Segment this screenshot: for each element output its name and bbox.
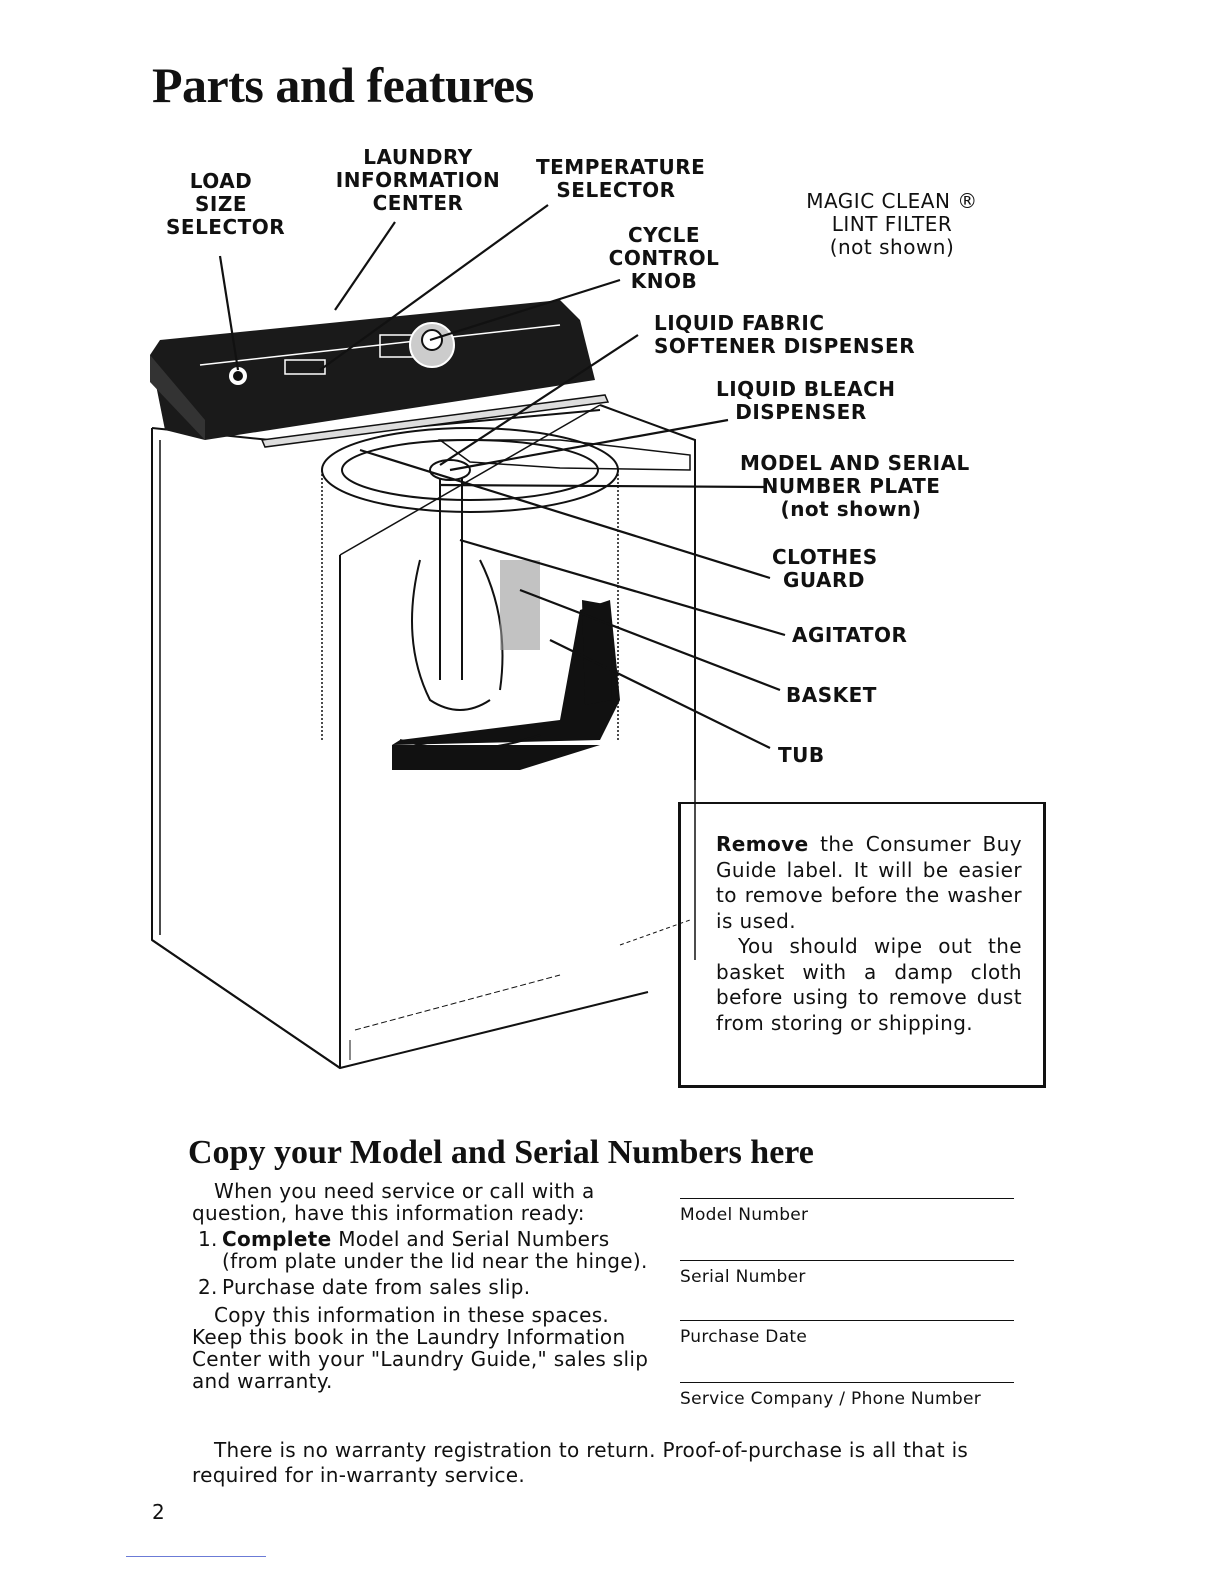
- copy-instructions: Copy this information in these spaces. K…: [192, 1303, 649, 1393]
- label-load-size-selector: LOAD SIZE SELECTOR: [166, 169, 286, 239]
- copy-steps-list: 1.Complete Model and Serial Numbers (fro…: [192, 1228, 654, 1298]
- note-bold-lead: Remove: [716, 832, 809, 856]
- purchase-date-field[interactable]: Purchase Date: [680, 1320, 1014, 1347]
- copy-section-heading: Copy your Model and Serial Numbers here: [188, 1134, 814, 1171]
- label-model-serial-number-plate: MODEL AND SERIAL NUMBER PLATE (not shown…: [740, 451, 970, 521]
- list-item: 2.Purchase date from sales slip.: [192, 1276, 654, 1298]
- divider: [126, 1556, 266, 1557]
- label-liquid-bleach-dispenser: LIQUID BLEACH DISPENSER: [716, 377, 896, 424]
- list-item-text: Model and Serial Numbers (from plate und…: [222, 1227, 648, 1273]
- list-item-text: Purchase date from sales slip.: [222, 1275, 531, 1299]
- note-paragraph-1: Remove the Consumer Buy Guide label. It …: [716, 832, 1022, 934]
- label-laundry-information-center: LAUNDRY INFORMATION CENTER: [335, 145, 501, 215]
- label-tub: TUB: [778, 743, 825, 767]
- page-title: Parts and features: [152, 57, 534, 113]
- washer-illustration: [150, 204, 786, 1070]
- note-text: Remove the Consumer Buy Guide label. It …: [716, 832, 1022, 1036]
- label-basket: BASKET: [786, 683, 877, 707]
- note-paragraph-1-rest: the Consumer Buy Guide label. It will be…: [716, 832, 1022, 933]
- note-box: [678, 802, 1046, 1088]
- note-paragraph-2: You should wipe out the basket with a da…: [716, 934, 1022, 1035]
- list-item-number: 1.: [198, 1227, 218, 1251]
- label-temperature-selector: TEMPERATURE SELECTOR: [536, 155, 706, 202]
- model-number-field[interactable]: Model Number: [680, 1198, 1014, 1225]
- list-item: 1.Complete Model and Serial Numbers (fro…: [192, 1228, 654, 1272]
- copy-section-body: When you need service or call with a que…: [192, 1180, 654, 1392]
- label-agitator: AGITATOR: [792, 623, 908, 647]
- list-item-bold: Complete: [222, 1227, 332, 1251]
- serial-number-field[interactable]: Serial Number: [680, 1260, 1014, 1287]
- label-clothes-guard: CLOTHES GUARD: [772, 545, 878, 592]
- service-company-phone-field[interactable]: Service Company / Phone Number: [680, 1382, 1014, 1409]
- label-magic-clean-lint-filter: MAGIC CLEAN ® LINT FILTER (not shown): [806, 189, 978, 259]
- copy-intro: When you need service or call with a que…: [192, 1179, 595, 1225]
- warranty-footer: There is no warranty registration to ret…: [192, 1438, 969, 1487]
- page-number: 2: [152, 1500, 165, 1524]
- label-cycle-control-knob: CYCLE CONTROL KNOB: [608, 223, 720, 293]
- label-liquid-fabric-softener-dispenser: LIQUID FABRIC SOFTENER DISPENSER: [654, 311, 916, 358]
- list-item-number: 2.: [198, 1275, 218, 1299]
